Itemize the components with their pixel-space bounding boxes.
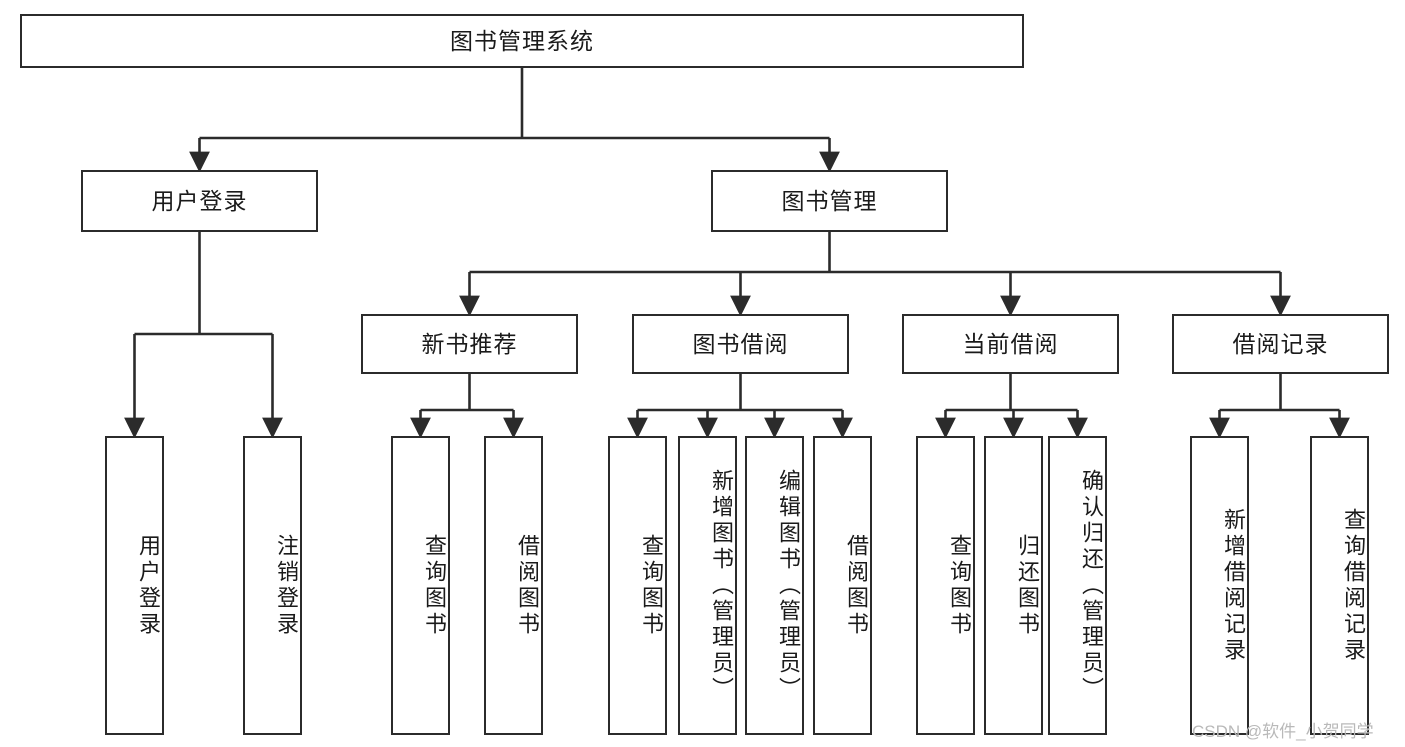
node-label: 用户登录 <box>151 187 248 214</box>
node-label: 用户登录 <box>136 533 161 638</box>
node-label: 借阅记录 <box>1232 330 1329 357</box>
node-leaf-query-book-1[interactable]: 查询图书 <box>391 436 450 735</box>
node-leaf-edit-book[interactable]: 编辑图书（管理员） <box>745 436 804 735</box>
node-root[interactable]: 图书管理系统 <box>20 14 1024 68</box>
node-label: 确认归还（管理员） <box>1079 468 1104 703</box>
node-leaf-logout-login[interactable]: 注销登录 <box>243 436 302 735</box>
node-leaf-query-book-2[interactable]: 查询图书 <box>608 436 667 735</box>
node-current-borrow[interactable]: 当前借阅 <box>902 314 1119 374</box>
node-borrow-record[interactable]: 借阅记录 <box>1172 314 1389 374</box>
node-label: 图书管理 <box>781 187 878 214</box>
watermark-text: CSDN @软件_小贺同学 <box>1192 722 1374 741</box>
node-leaf-query-book-3[interactable]: 查询图书 <box>916 436 975 735</box>
node-leaf-return-book[interactable]: 归还图书 <box>984 436 1043 735</box>
node-label: 查询图书 <box>639 533 664 638</box>
node-label: 图书管理系统 <box>450 27 594 54</box>
node-new-book-recommend[interactable]: 新书推荐 <box>361 314 578 374</box>
node-label: 借阅图书 <box>844 533 869 638</box>
node-label: 图书借阅 <box>692 330 789 357</box>
node-label: 查询图书 <box>947 533 972 638</box>
node-leaf-confirm-return[interactable]: 确认归还（管理员） <box>1048 436 1107 735</box>
node-label: 注销登录 <box>274 533 299 638</box>
node-book-manage[interactable]: 图书管理 <box>711 170 948 232</box>
node-label: 编辑图书（管理员） <box>776 468 801 703</box>
node-label: 查询图书 <box>422 533 447 638</box>
node-leaf-add-book[interactable]: 新增图书（管理员） <box>678 436 737 735</box>
node-leaf-user-login[interactable]: 用户登录 <box>105 436 164 735</box>
node-label: 当前借阅 <box>962 330 1059 357</box>
node-label: 借阅图书 <box>515 533 540 638</box>
watermark: CSDN @软件_小贺同学 <box>1192 717 1374 742</box>
node-leaf-borrow-book-2[interactable]: 借阅图书 <box>813 436 872 735</box>
node-label: 新书推荐 <box>421 330 518 357</box>
node-label: 新增图书（管理员） <box>709 468 734 703</box>
node-book-borrow[interactable]: 图书借阅 <box>632 314 849 374</box>
node-leaf-add-borrow-record[interactable]: 新增借阅记录 <box>1190 436 1249 735</box>
node-label: 归还图书 <box>1015 533 1040 638</box>
node-leaf-query-borrow-record[interactable]: 查询借阅记录 <box>1310 436 1369 735</box>
node-leaf-borrow-book-1[interactable]: 借阅图书 <box>484 436 543 735</box>
node-label: 新增借阅记录 <box>1221 507 1246 664</box>
node-label: 查询借阅记录 <box>1341 507 1366 664</box>
node-user-login[interactable]: 用户登录 <box>81 170 318 232</box>
